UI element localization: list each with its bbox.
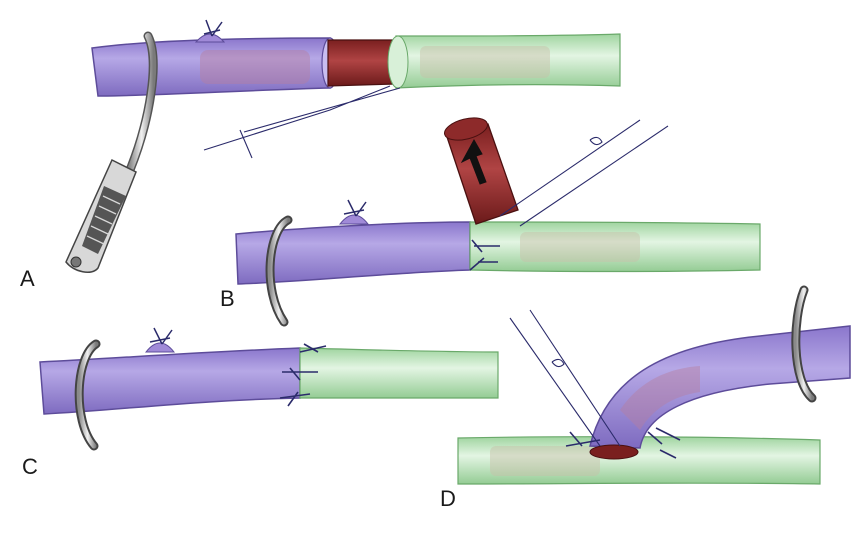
panel-label-c: C bbox=[22, 454, 38, 479]
panel-c-illustration bbox=[39, 327, 499, 451]
panel-d-purple-vessel bbox=[589, 325, 851, 449]
direction-arrow-icon bbox=[460, 138, 487, 185]
panel-b-illustration bbox=[235, 117, 761, 327]
panel-a-green-graft bbox=[395, 33, 621, 89]
panel-a-suture bbox=[203, 85, 401, 159]
panel-b-green-graft bbox=[469, 221, 761, 273]
panel-a-red-stump bbox=[327, 39, 397, 87]
suture-knot-icon bbox=[203, 19, 223, 37]
panel-c-green-graft bbox=[299, 347, 499, 399]
panel-d-suture bbox=[509, 309, 621, 447]
panel-d-green-graft bbox=[457, 436, 821, 485]
panel-d-illustration bbox=[457, 285, 851, 485]
panel-label-a: A bbox=[20, 266, 35, 291]
vascular-clamp-icon bbox=[65, 31, 158, 274]
panel-label-d: D bbox=[440, 486, 456, 511]
panel-label-b: B bbox=[220, 286, 235, 311]
panel-a-illustration bbox=[65, 19, 621, 274]
